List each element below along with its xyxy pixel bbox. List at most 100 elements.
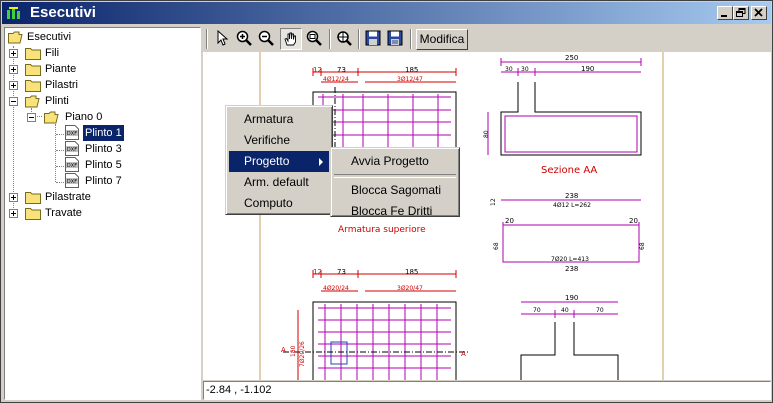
dim-label: 7Ø20 L=413 [551,256,589,263]
menu-item-blocca-fe-dritti[interactable]: Blocca Fe Dritti [351,204,433,218]
dim-label: 12 [313,66,322,74]
tree-item-plinto-3[interactable]: DXF Plinto 3 [5,141,195,157]
tree-item-plinto-5[interactable]: DXF Plinto 5 [5,157,195,173]
dxf-label: DXF [67,179,77,185]
tree-item-pilastri[interactable]: Pilastri [5,77,195,93]
minimize-icon [721,15,727,17]
menu-item-label: Progetto [244,154,290,168]
tree-item-label: Pilastri [45,79,79,91]
dim-label: 238 [565,192,578,200]
folder-icon [25,208,41,220]
save-all-button[interactable] [385,28,407,50]
tree-item-travate[interactable]: Travate [5,205,195,221]
dim-label: 12 [313,268,322,276]
dim-label: 4Ø20/24 [323,285,349,292]
hand-icon [284,32,296,46]
drawing-canvas[interactable]: 12 73 185 4Ø12/24 3Ø12/47 [203,52,771,380]
tree-line [56,166,64,168]
dim-label: 12 [490,198,497,206]
dim-label: 40 [561,307,569,314]
menu-item-verifiche[interactable]: Verifiche [244,133,291,147]
collapse-icon[interactable] [27,113,36,122]
zoom-in-button[interactable] [234,28,256,50]
dim-label: 73 [337,66,346,74]
folder-open-icon [8,31,23,44]
tree-item-label: Plinto 3 [85,143,122,155]
drawing: 12 73 185 4Ø12/24 3Ø12/47 [259,52,664,380]
dim-label: 4Ø12 L=262 [553,202,591,209]
dim-label: 3Ø12/47 [397,76,423,83]
dim-label: 185 [405,268,418,276]
title-bar[interactable]: Esecutivi [2,2,771,24]
menu-item-computo[interactable]: Computo [244,196,293,210]
dim-label: 68 [493,242,500,250]
tree-item-fili[interactable]: Fili [5,45,195,61]
pan-tool-button[interactable] [280,28,302,50]
dim-label: 238 [565,265,578,273]
dim-label: 70 [533,307,541,314]
folder-icon [25,64,41,76]
dim-label: 20 [629,217,638,225]
tree-item-pilastrate[interactable]: Pilastrate [5,189,195,205]
project-tree[interactable]: Esecutivi Fili Piante Pilastri Plinti Pi… [4,27,201,400]
expand-icon[interactable] [9,49,18,58]
restore-button[interactable] [733,6,749,20]
plan-top-dims: 12 73 185 4Ø12/24 3Ø12/47 [312,66,457,83]
sezione-aa-label: Sezione AA [541,165,597,176]
tree-item-plinto-1[interactable]: DXF Plinto 1 [5,125,195,141]
expand-icon[interactable] [9,81,18,90]
dim-label: 4Ø12/24 [323,76,349,83]
collapse-icon[interactable] [9,97,18,106]
dxf-label: DXF [67,163,77,169]
folder-open-icon [44,111,59,124]
menu-item-avvia-progetto[interactable]: Avvia Progetto [351,154,429,168]
window-title: Esecutivi [30,4,96,21]
zoom-window-button[interactable] [304,28,326,50]
menu-item-progetto[interactable]: Progetto [229,151,329,172]
tree-item-plinti[interactable]: Plinti [5,93,195,109]
progetto-submenu: Avvia Progetto Blocca Sagomati Blocca Fe… [330,147,460,218]
dim-label: 68 [639,242,646,250]
submenu-arrow-icon [319,158,323,166]
modifica-button[interactable]: Modifica [416,29,468,50]
toolbar-separator [358,29,360,49]
dim-label: 185 [405,66,418,74]
menu-item-arm-default[interactable]: Arm. default [244,175,309,189]
dim-label: 30 [521,66,529,73]
plinth-plan-lower: A 180 7Ø20/26 A [281,301,468,380]
tree-line [56,134,64,136]
close-icon [754,8,763,17]
dim-label: 80 [483,130,490,138]
dxf-file-icon: DXF [65,141,79,156]
section-marker-a: A [281,346,286,354]
expand-icon[interactable] [9,209,18,218]
tree-root[interactable]: Esecutivi [5,29,195,45]
dim-label: 190 [565,294,578,302]
tree-item-plinto-7[interactable]: DXF Plinto 7 [5,173,195,189]
tree-item-piano-0[interactable]: Piano 0 [5,109,195,125]
section-aa: 250 30 30 190 80 Sezione AA [483,54,642,176]
expand-icon[interactable] [9,65,18,74]
tree-item-piante[interactable]: Piante [5,61,195,77]
menu-separator [334,174,456,178]
zoom-out-icon [258,30,274,46]
select-tool-button[interactable] [212,28,234,50]
dim-label: 73 [337,268,346,276]
toolbar-separator [410,29,412,49]
folder-open-icon [25,95,40,108]
dxf-file-icon: DXF [65,157,79,172]
zoom-all-button[interactable] [334,28,356,50]
zoom-out-button[interactable] [256,28,278,50]
save-button[interactable] [363,28,385,50]
close-button[interactable] [751,6,767,20]
app-logo-icon [7,7,20,19]
menu-item-armatura[interactable]: Armatura [244,112,294,126]
folder-icon [25,192,41,204]
tree-item-label: Plinto 1 [83,125,124,141]
tree-item-label: Piano 0 [65,111,103,123]
menu-item-blocca-sagomati[interactable]: Blocca Sagomati [351,183,442,197]
minimize-button[interactable] [717,6,733,20]
expand-icon[interactable] [9,193,18,202]
dim-label: 190 [581,65,594,73]
